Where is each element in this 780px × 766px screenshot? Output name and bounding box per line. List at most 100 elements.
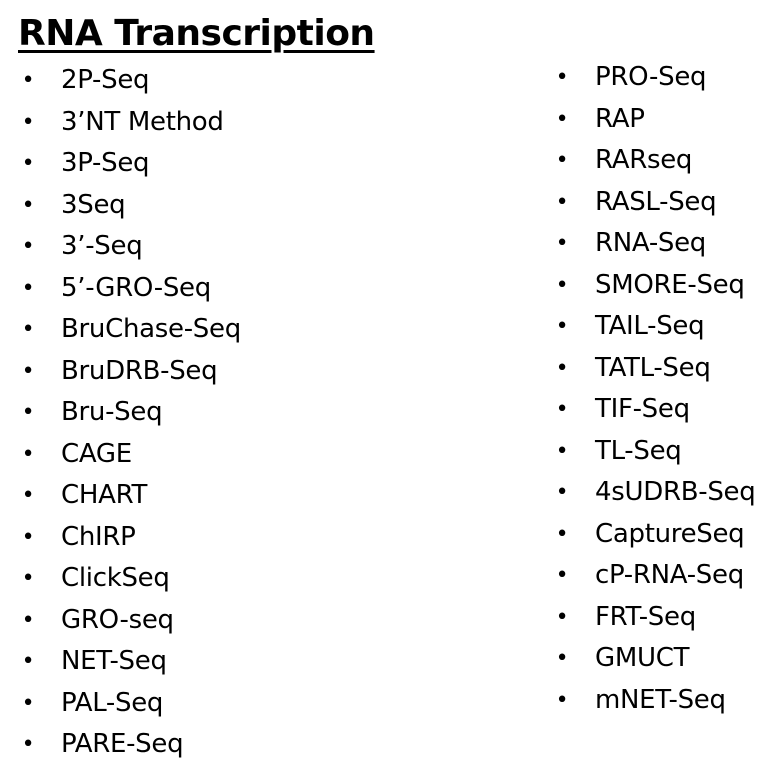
list-item-label: 3’-Seq: [61, 231, 143, 261]
list-item: • TAIL-Seq: [552, 306, 755, 348]
list-item-label: TATL-Seq: [595, 352, 711, 383]
list-item-label: 2P-Seq: [61, 65, 150, 95]
page-title: RNA Transcription: [18, 13, 375, 54]
list-item: • TATL-Seq: [552, 348, 755, 390]
list-item-label: NET-Seq: [61, 646, 167, 676]
list-item: • 4sUDRB-Seq: [552, 472, 756, 514]
bullet-icon: •: [21, 358, 35, 384]
list-item-label: SMORE-Seq: [595, 269, 745, 300]
list-item-label: PAL-Seq: [61, 687, 164, 718]
bullet-icon: •: [555, 480, 569, 505]
list-item: • 3’-Seq: [18, 226, 241, 268]
bullet-icon: •: [21, 151, 35, 176]
list-item: • 3P-Seq: [18, 143, 241, 185]
list-item-label: RNA-Seq: [595, 228, 707, 258]
bullet-icon: •: [555, 563, 569, 588]
list-item: • BruChase-Seq: [18, 309, 242, 351]
list-item: • mNET-Seq: [552, 680, 755, 722]
bullet-icon: •: [21, 524, 35, 550]
bullet-icon: •: [21, 690, 35, 716]
list-item: • BruDRB-Seq: [18, 351, 241, 393]
list-item: •PARE-Seq: [18, 724, 241, 766]
list-item-label: Bru-Seq: [61, 397, 163, 427]
bullet-icon: •: [555, 314, 569, 339]
list-item: • CaptureSeq: [552, 514, 755, 556]
list-item: • SMORE-Seq: [552, 265, 755, 307]
bullet-icon: •: [21, 607, 35, 633]
left-method-list: • 2P-Seq • 3’NT Method • 3P-Seq • 3Seq • 3’-S…: [18, 60, 242, 766]
bullet-icon: •: [21, 649, 35, 674]
list-item-label: GRO-seq: [61, 604, 174, 635]
list-item: • Bru-Seq: [18, 392, 241, 434]
list-item-label: ClickSeq: [61, 563, 170, 593]
bullet-icon: •: [555, 687, 569, 713]
list-item: • 3Seq: [18, 185, 241, 227]
bullet-icon: •: [555, 231, 569, 256]
bullet-icon: •: [555, 604, 569, 630]
bullet-icon: •: [555, 438, 569, 464]
list-item-label: FRT-Seq: [595, 601, 696, 632]
list-item: • CHART: [18, 475, 241, 517]
right-method-list: • PRO-Seq • RAP • RARseq • RASL-Seq • RNA-Seq…: [552, 57, 756, 722]
list-item-label: 4sUDRB-Seq: [595, 477, 756, 507]
list-item-label: TIF-Seq: [595, 394, 690, 424]
list-item-label: PRO-Seq: [595, 62, 707, 92]
list-item: • TL-Seq: [552, 431, 755, 473]
bullet-icon: •: [555, 355, 569, 381]
list-item-label: RAP: [595, 103, 645, 134]
list-item: • cP-RNA-Seq: [552, 555, 755, 597]
list-item-label: PARE-Seq: [61, 729, 184, 759]
bullet-icon: •: [555, 189, 569, 215]
list-item-label: CAGE: [61, 438, 132, 469]
list-item: • PAL-Seq: [18, 683, 241, 725]
list-item: • RNA-Seq: [552, 223, 755, 265]
bullet-icon: •: [21, 441, 35, 467]
list-item-label: 3Seq: [61, 189, 126, 220]
bullet-icon: •: [555, 521, 569, 547]
list-item-label: RASL-Seq: [595, 186, 717, 217]
list-item: • RARseq: [552, 140, 755, 182]
bullet-icon: •: [21, 192, 35, 218]
bullet-icon: •: [555, 65, 569, 90]
list-item-label: CHART: [61, 480, 148, 510]
list-item: • TIF-Seq: [552, 389, 755, 431]
bullet-icon: •: [555, 106, 569, 132]
list-item: • CAGE: [18, 434, 241, 476]
list-item: • FRT-Seq: [552, 597, 755, 639]
bullet-icon: •: [555, 272, 569, 298]
list-item: • 2P-Seq: [18, 60, 241, 102]
list-item: • GRO-seq: [18, 600, 241, 642]
bullet-icon: •: [21, 234, 35, 259]
list-item-label: BruChase-Seq: [61, 314, 241, 344]
list-item-label: 3’NT Method: [61, 106, 224, 137]
list-item-label: 3P-Seq: [61, 148, 150, 178]
list-item: • NET-Seq: [18, 641, 241, 683]
bullet-icon: •: [555, 397, 569, 422]
bullet-icon: •: [21, 68, 35, 93]
list-item-label: 5’-GRO-Seq: [61, 272, 211, 303]
list-item-label: CaptureSeq: [595, 518, 745, 549]
list-item-label: BruDRB-Seq: [61, 355, 218, 386]
bullet-icon: •: [21, 566, 35, 591]
list-item: • RAP: [552, 99, 755, 141]
bullet-icon: •: [555, 148, 569, 173]
bullet-icon: •: [21, 400, 35, 425]
list-item: • ChIRP: [18, 517, 241, 559]
list-item-label: cP-RNA-Seq: [595, 560, 744, 590]
list-item-label: TAIL-Seq: [595, 311, 705, 341]
list-item-label: RARseq: [595, 145, 693, 175]
bullet-icon: •: [21, 109, 35, 135]
list-item-label: GMUCT: [595, 643, 690, 673]
list-item: • 3’NT Method: [18, 102, 241, 144]
bullet-icon: •: [21, 317, 35, 342]
list-item: • ClickSeq: [18, 558, 241, 600]
list-item: • PRO-Seq: [552, 57, 755, 99]
list-item-label: ChIRP: [61, 521, 136, 552]
list-item: •5’-GRO-Seq: [18, 268, 241, 310]
bullet-icon: •: [555, 646, 569, 671]
list-item: • GMUCT: [552, 638, 755, 680]
bullet-icon: •: [21, 483, 35, 508]
list-item-label: mNET-Seq: [595, 684, 726, 715]
list-item-label: TL-Seq: [595, 435, 682, 466]
list-item: • RASL-Seq: [552, 182, 755, 224]
